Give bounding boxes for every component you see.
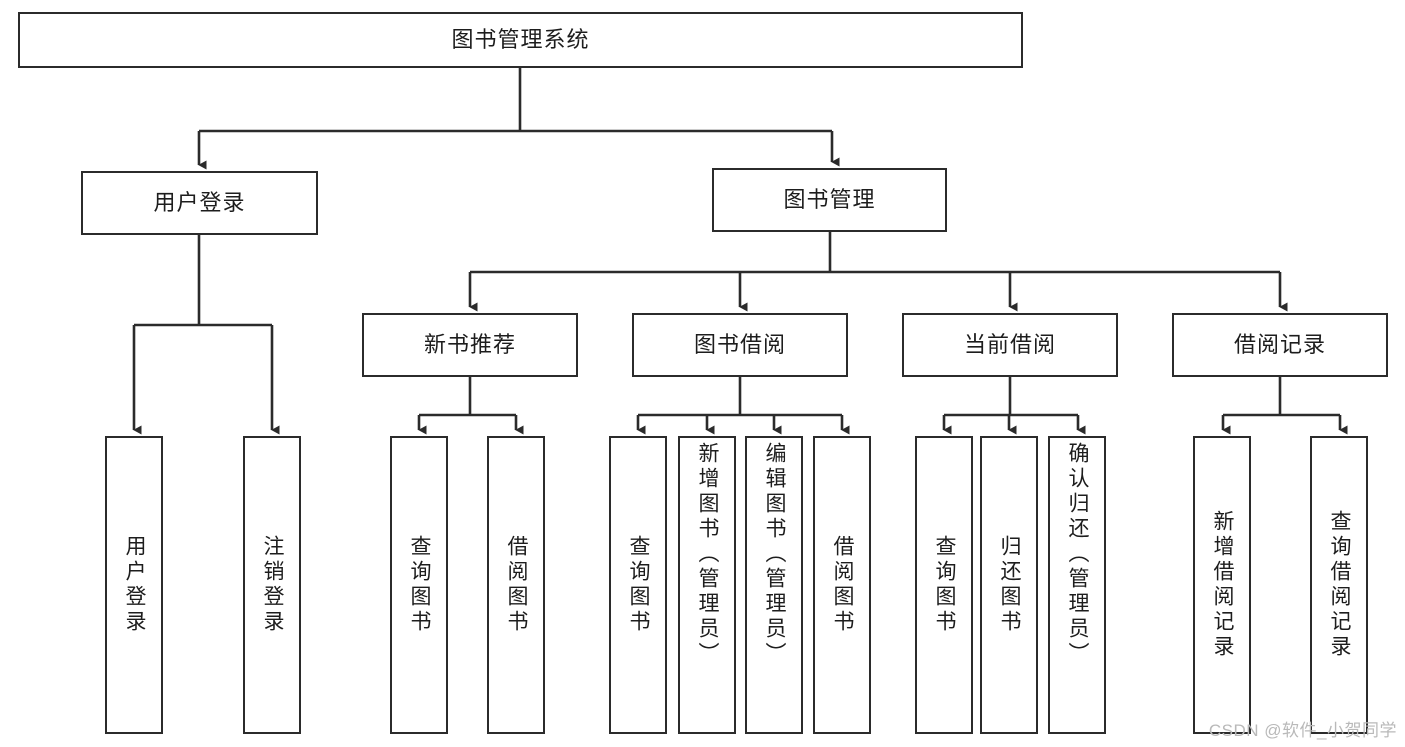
node-label: 新增借阅记录 <box>1211 510 1235 660</box>
node-leaf-user-login[interactable]: 用户登录 <box>105 436 163 734</box>
node-leaf-borrow-book-2[interactable]: 借阅图书 <box>813 436 871 734</box>
node-leaf-add-book[interactable]: 新增图书（管理员） <box>678 436 736 734</box>
node-label: 编辑图书（管理员） <box>763 442 787 667</box>
node-label: 查询图书 <box>933 535 957 635</box>
node-label: 归还图书 <box>998 535 1022 635</box>
node-label: 用户登录 <box>153 189 246 215</box>
node-leaf-query-record[interactable]: 查询借阅记录 <box>1310 436 1368 734</box>
csdn-watermark: CSDN @软件_小贺同学 <box>1208 721 1397 740</box>
node-label: 借阅图书 <box>831 535 855 635</box>
node-leaf-return-book[interactable]: 归还图书 <box>980 436 1038 734</box>
node-label: 图书管理系统 <box>451 26 590 52</box>
node-label: 用户登录 <box>123 535 147 635</box>
node-leaf-query-book-3[interactable]: 查询图书 <box>915 436 973 734</box>
node-label: 查询图书 <box>408 535 432 635</box>
node-leaf-borrow-book-1[interactable]: 借阅图书 <box>487 436 545 734</box>
node-label: 图书管理 <box>783 186 876 212</box>
node-label: 图书借阅 <box>693 331 786 357</box>
node-leaf-query-book-2[interactable]: 查询图书 <box>609 436 667 734</box>
node-leaf-edit-book[interactable]: 编辑图书（管理员） <box>745 436 803 734</box>
node-current-borrow[interactable]: 当前借阅 <box>902 313 1118 377</box>
node-label: 借阅记录 <box>1233 331 1326 357</box>
node-label: 查询借阅记录 <box>1328 510 1352 660</box>
node-label: 借阅图书 <box>505 535 529 635</box>
node-book-management[interactable]: 图书管理 <box>712 168 947 232</box>
node-leaf-logout[interactable]: 注销登录 <box>243 436 301 734</box>
node-borrow-record[interactable]: 借阅记录 <box>1172 313 1388 377</box>
node-leaf-query-book-1[interactable]: 查询图书 <box>390 436 448 734</box>
node-root-book-management-system[interactable]: 图书管理系统 <box>18 12 1023 68</box>
node-book-borrow[interactable]: 图书借阅 <box>632 313 848 377</box>
node-label: 查询图书 <box>627 535 651 635</box>
node-leaf-add-record[interactable]: 新增借阅记录 <box>1193 436 1251 734</box>
node-leaf-confirm-return[interactable]: 确认归还（管理员） <box>1048 436 1106 734</box>
node-label: 确认归还（管理员） <box>1066 442 1090 667</box>
node-label: 新书推荐 <box>423 331 516 357</box>
node-label: 当前借阅 <box>963 331 1056 357</box>
node-label: 注销登录 <box>261 535 285 635</box>
node-user-login[interactable]: 用户登录 <box>81 171 318 235</box>
node-new-book-recommend[interactable]: 新书推荐 <box>362 313 578 377</box>
node-label: 新增图书（管理员） <box>696 442 720 667</box>
